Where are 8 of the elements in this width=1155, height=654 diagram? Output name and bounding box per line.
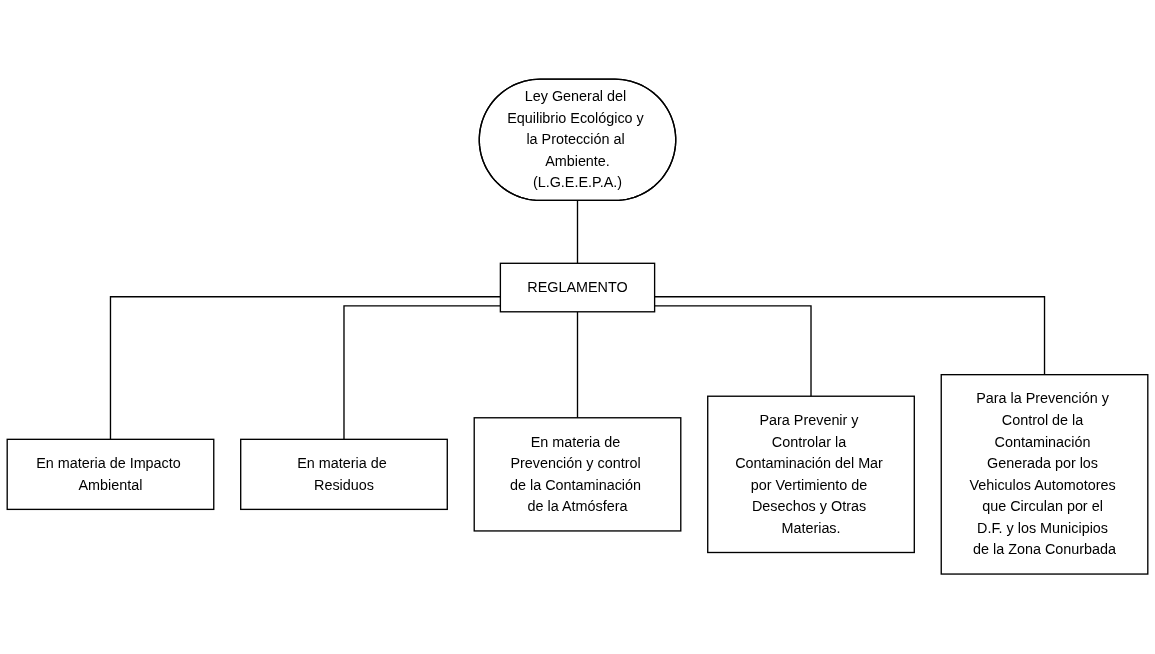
node-box: Para Prevenir y Controlar la Contaminación del Mar por Vertimiento de Desechos y Otras Materias. (707, 395, 915, 554)
connector (576, 311, 579, 419)
node-box: Para la Prevención y Control de la Contaminación Generada por los Vehiculos Automotores que Circulan por el D.F. y los Municipios de la Zona Conurbada (940, 374, 1149, 576)
node-box: REGLAMENTO (499, 263, 656, 313)
node-box: En materia de Impacto Ambiental (6, 439, 215, 511)
node-box: En materia de Prevención y control de la Contaminación de la Atmósfera (473, 417, 682, 532)
connector (576, 200, 579, 265)
node-box: En materia de Residuos (240, 439, 448, 511)
